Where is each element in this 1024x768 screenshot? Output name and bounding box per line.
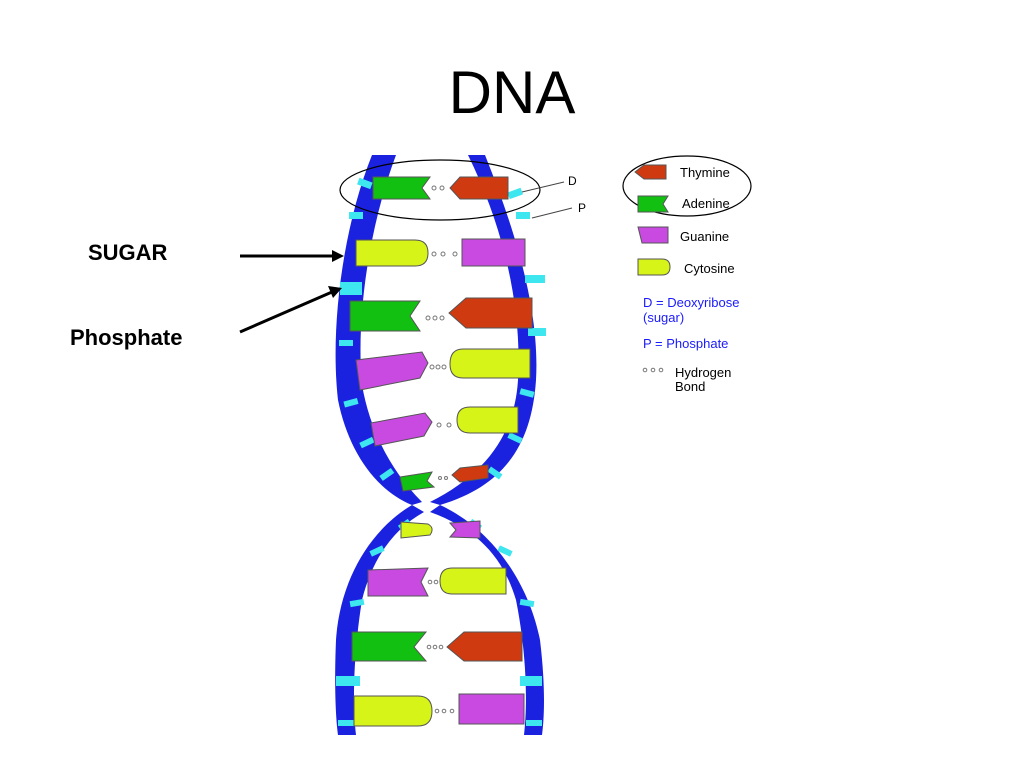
legend-thymine-label: Thymine	[680, 165, 730, 180]
upper-left-phosphates	[339, 177, 395, 481]
base-pair-row-1	[372, 176, 509, 200]
legend-adenine-label: Adenine	[682, 196, 730, 211]
guanine-base	[458, 693, 525, 725]
base-pair-row-9	[351, 631, 523, 662]
upper-right-phosphates	[487, 187, 546, 480]
legend-guanine-swatch	[637, 226, 669, 244]
legend-hydrogen-bond: Hydrogen Bond	[675, 366, 731, 394]
base-pair-row-6	[399, 464, 489, 492]
adenine-base	[372, 176, 431, 200]
guanine-base	[370, 412, 433, 447]
hydrogen-bond-dots	[427, 579, 439, 585]
thymine-base	[451, 464, 489, 483]
hydrogen-bond-dots	[436, 422, 452, 428]
base-pair-row-2	[355, 238, 526, 267]
cytosine-base	[400, 521, 433, 539]
thymine-base	[446, 631, 523, 662]
base-pair-row-8	[367, 567, 507, 597]
cytosine-base	[353, 695, 433, 727]
guanine-base	[461, 238, 526, 267]
base-pair-row-3	[349, 297, 533, 332]
highlight-ellipse	[339, 159, 541, 221]
phosphate-arrow	[239, 286, 342, 334]
p-marker-label: P	[578, 201, 587, 215]
base-pair-row-5	[370, 406, 519, 447]
legend-guanine-label: Guanine	[680, 229, 730, 244]
hydrogen-bond-dots	[434, 708, 455, 714]
legend-thymine-swatch	[634, 164, 667, 180]
cytosine-base	[355, 239, 429, 267]
thymine-base	[449, 176, 509, 200]
legend-hbond-dots	[642, 367, 664, 373]
legend-cytosine-label: Cytosine	[684, 261, 735, 276]
guanine-base	[448, 520, 481, 539]
legend-hbond-line1: Hydrogen	[675, 365, 732, 380]
legend	[622, 155, 752, 373]
legend-deoxyribose-line2: (sugar)	[643, 310, 685, 325]
legend-phosphate-def: P = Phosphate	[643, 336, 729, 351]
lower-right-backbone	[430, 505, 544, 735]
legend-hbond-line2: Bond	[675, 379, 706, 394]
hydrogen-bond-dots	[431, 251, 458, 257]
thymine-base	[448, 297, 533, 329]
legend-ellipse	[622, 155, 752, 217]
base-pair-row-10	[353, 693, 525, 727]
hydrogen-bond-dots	[429, 364, 447, 370]
lower-helix	[335, 505, 544, 735]
d-marker-label: D	[568, 174, 577, 188]
sugar-arrow	[240, 250, 344, 262]
p-marker-line	[531, 207, 573, 219]
hydrogen-bond-dots	[426, 644, 444, 650]
base-pair-row-7	[400, 520, 481, 539]
guanine-base	[367, 567, 429, 597]
cytosine-base	[456, 406, 519, 434]
adenine-base	[351, 631, 428, 662]
cytosine-base	[449, 348, 531, 379]
hydrogen-bond-dots	[425, 315, 445, 321]
sugar-label: SUGAR	[88, 240, 168, 265]
hydrogen-bond-dots	[431, 185, 445, 191]
base-pair-row-4	[355, 348, 531, 391]
d-marker-line	[521, 181, 565, 193]
cytosine-base	[439, 567, 507, 595]
hydrogen-bond-dots	[438, 476, 448, 480]
adenine-base	[349, 300, 421, 332]
legend-adenine-swatch	[637, 195, 669, 213]
page-title: DNA	[448, 59, 576, 126]
phosphate-label: Phosphate	[70, 325, 183, 350]
legend-deoxyribose-def: D = Deoxyribose (sugar)	[643, 295, 739, 325]
guanine-base	[355, 351, 429, 391]
legend-deoxyribose-line1: D = Deoxyribose	[643, 295, 740, 310]
adenine-base	[399, 471, 436, 492]
legend-cytosine-swatch	[637, 258, 671, 276]
